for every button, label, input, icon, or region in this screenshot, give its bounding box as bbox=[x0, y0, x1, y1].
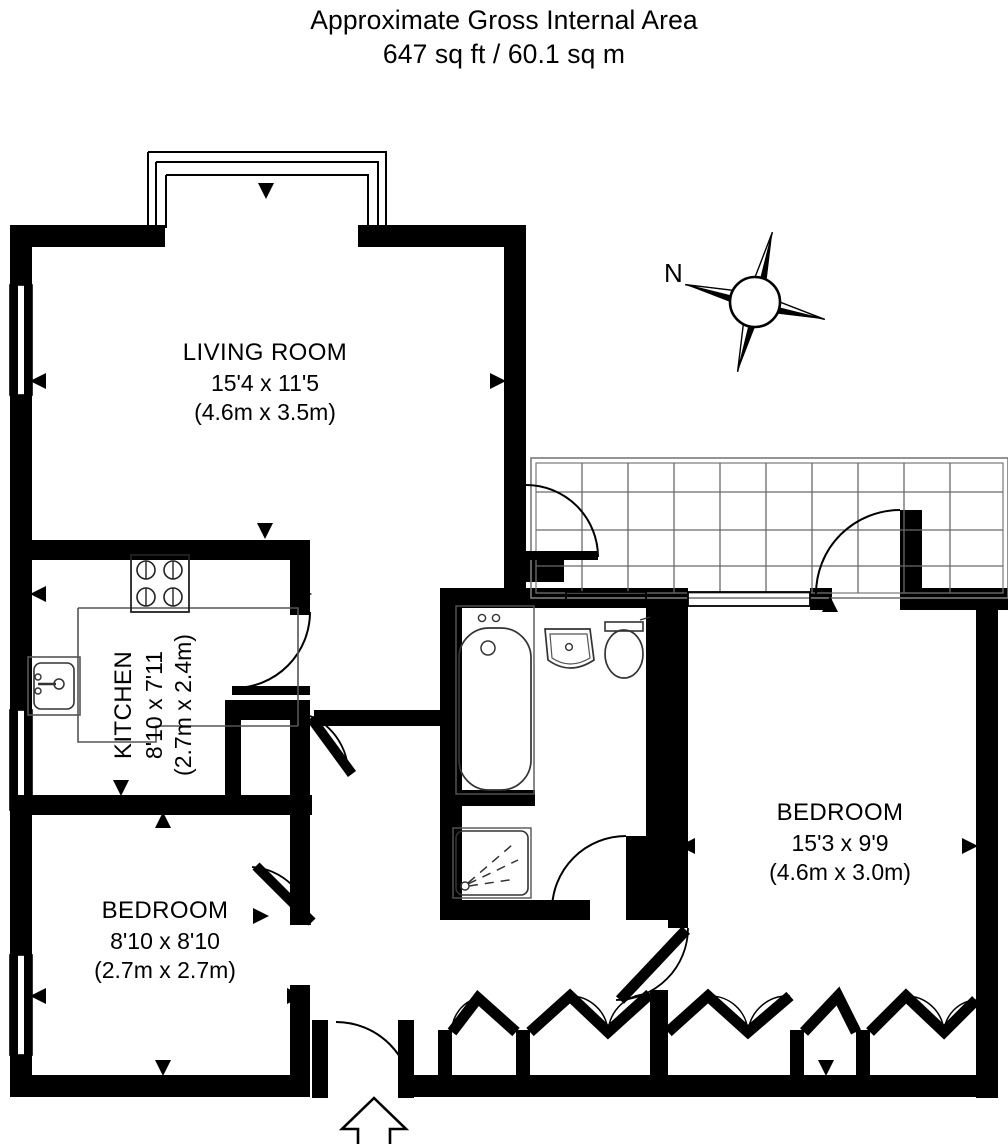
kitchen-fixtures bbox=[27, 554, 299, 743]
dimension-markers bbox=[30, 183, 978, 1076]
built-in-wardrobes bbox=[438, 986, 980, 1078]
bay-window bbox=[147, 151, 387, 228]
bathroom-fixtures bbox=[452, 605, 651, 899]
sink-icon bbox=[27, 656, 81, 716]
walls-layer bbox=[10, 225, 1008, 1098]
hob-icon bbox=[130, 554, 190, 613]
terrace-tile-grid bbox=[530, 457, 1008, 599]
washbasin-icon bbox=[544, 628, 595, 669]
doors-layer bbox=[232, 484, 901, 1099]
entrance-arrow-icon bbox=[338, 1096, 410, 1144]
terrace-balustrade bbox=[565, 591, 811, 607]
toilet-icon bbox=[604, 616, 651, 679]
compass-rose-icon bbox=[684, 231, 826, 373]
windows-layer bbox=[9, 284, 33, 1056]
bathtub-icon bbox=[455, 605, 535, 795]
shower-tray-icon bbox=[452, 827, 532, 899]
